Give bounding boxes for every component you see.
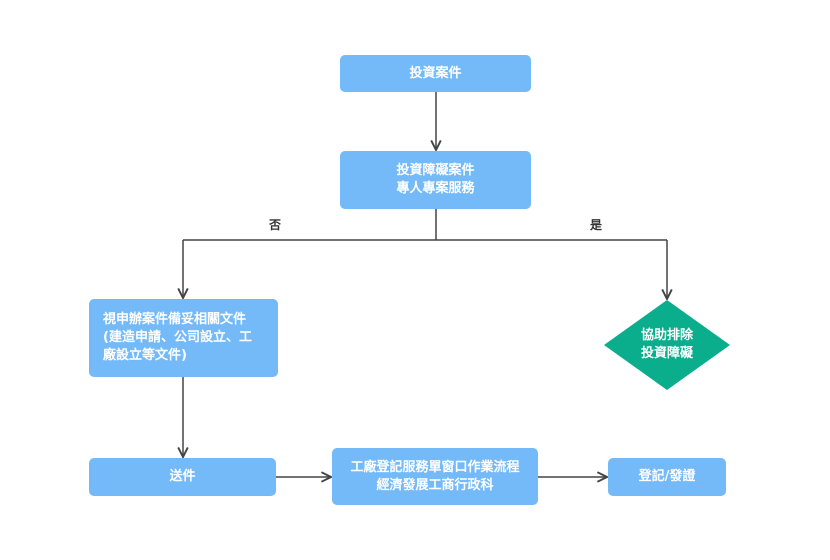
node-assist-remove-line-2: 投資障礙	[640, 346, 693, 361]
edge-split-horizontal	[183, 209, 667, 241]
node-prepare-docs-line-1: 視申辦案件備妥相關文件	[103, 312, 247, 327]
decision-diamond	[604, 300, 730, 390]
node-register-line-1: 登記/發證	[638, 469, 696, 484]
node-prepare-docs-line-3: 廠設立等文件)	[103, 348, 187, 363]
label-no: 否	[269, 218, 282, 232]
node-obstacle-case: 投資障礙案件 專人專案服務	[340, 151, 531, 209]
node-obstacle-case-line-2: 專人專案服務	[396, 181, 475, 196]
node-assist-remove: 協助排除 投資障礙	[612, 320, 722, 370]
node-prepare-docs: 視申辦案件備妥相關文件 (建造申請、公司設立、工 廠設立等文件)	[89, 299, 278, 377]
node-window-process-line-1: 工廠登記服務單窗口作業流程	[350, 459, 520, 475]
node-send-line-1: 送件	[169, 469, 196, 484]
node-register: 登記/發證	[608, 458, 726, 496]
node-window-process: 工廠登記服務單窗口作業流程 經濟發展工商行政科	[332, 448, 538, 505]
node-obstacle-case-line-1: 投資障礙案件	[396, 163, 475, 178]
node-investment-case-line-1: 投資案件	[409, 65, 462, 81]
node-send: 送件	[89, 458, 276, 496]
node-assist-remove-line-1: 協助排除	[640, 328, 693, 343]
label-yes: 是	[590, 218, 603, 232]
node-investment-case: 投資案件	[340, 55, 531, 92]
node-window-process-line-2: 經濟發展工商行政科	[376, 477, 494, 493]
node-prepare-docs-line-2: (建造申請、公司設立、工	[103, 330, 252, 345]
